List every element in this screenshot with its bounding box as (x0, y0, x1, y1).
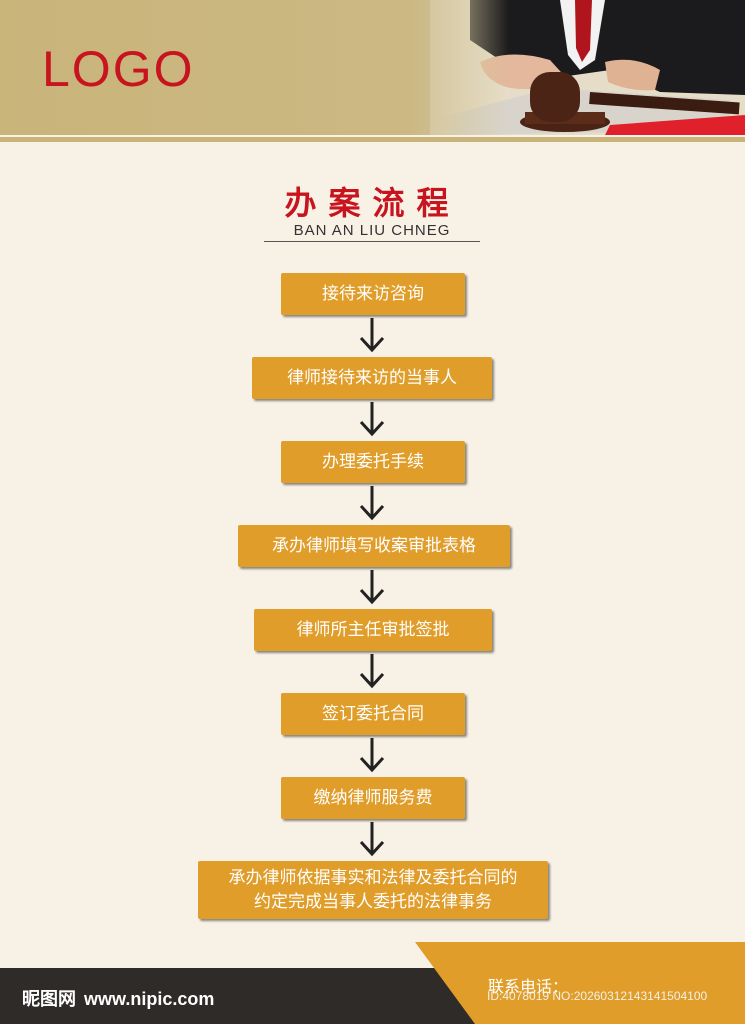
lawyer-gavel-photo (430, 0, 745, 135)
flow-step-text: 缴纳律师服务费 (313, 788, 433, 808)
flow-step-5: 律师所主任审批签批 (254, 609, 492, 651)
flow-step-4: 承办律师填写收案审批表格 (238, 525, 510, 567)
page-title: 办案流程 (284, 184, 461, 222)
flow-step-7: 缴纳律师服务费 (281, 777, 465, 819)
flow-step-text: 接待来访咨询 (322, 284, 424, 304)
flow-step-6: 签订委托合同 (281, 693, 465, 735)
arrow-down-icon (359, 822, 385, 857)
arrow-down-icon (359, 318, 385, 353)
flow-step-text: 律师接待来访的当事人 (287, 368, 457, 388)
arrow-down-icon (359, 486, 385, 521)
watermark-id: ID:4078019 NO:20260312143141504100 (487, 989, 708, 1003)
contact-phone-label: 联系电话： (488, 977, 569, 996)
flow-step-text: 办理委托手续 (322, 452, 424, 472)
header-divider (0, 137, 745, 142)
arrow-down-icon (359, 738, 385, 773)
flow-step-text: 承办律师填写收案审批表格 (272, 536, 476, 556)
arrow-down-icon (359, 402, 385, 437)
logo: LOGO (42, 41, 195, 97)
arrow-down-icon (359, 654, 385, 689)
watermark-site: 昵图网 www.nipic.com (22, 985, 214, 1011)
flow-step-1: 接待来访咨询 (281, 273, 465, 315)
flow-step-3: 办理委托手续 (281, 441, 465, 483)
flow-step-text: 签订委托合同 (322, 704, 424, 724)
flow-step-2: 律师接待来访的当事人 (252, 357, 492, 399)
watermark-site-url: www.nipic.com (84, 989, 215, 1009)
flow-step-text-line-2: 约定完成当事人委托的法律事务 (254, 892, 492, 912)
flow-step-text-line-1: 承办律师依据事实和法律及委托合同的 (228, 868, 518, 888)
arrow-down-icon (359, 570, 385, 605)
page-subtitle: BAN AN LIU CHNEG (264, 222, 480, 242)
flow-step-8: 承办律师依据事实和法律及委托合同的 约定完成当事人委托的法律事务 (198, 861, 548, 919)
footer-contact-panel (415, 942, 745, 1024)
flow-step-text: 律师所主任审批签批 (296, 620, 450, 640)
watermark-site-name: 昵图网 (22, 989, 76, 1010)
